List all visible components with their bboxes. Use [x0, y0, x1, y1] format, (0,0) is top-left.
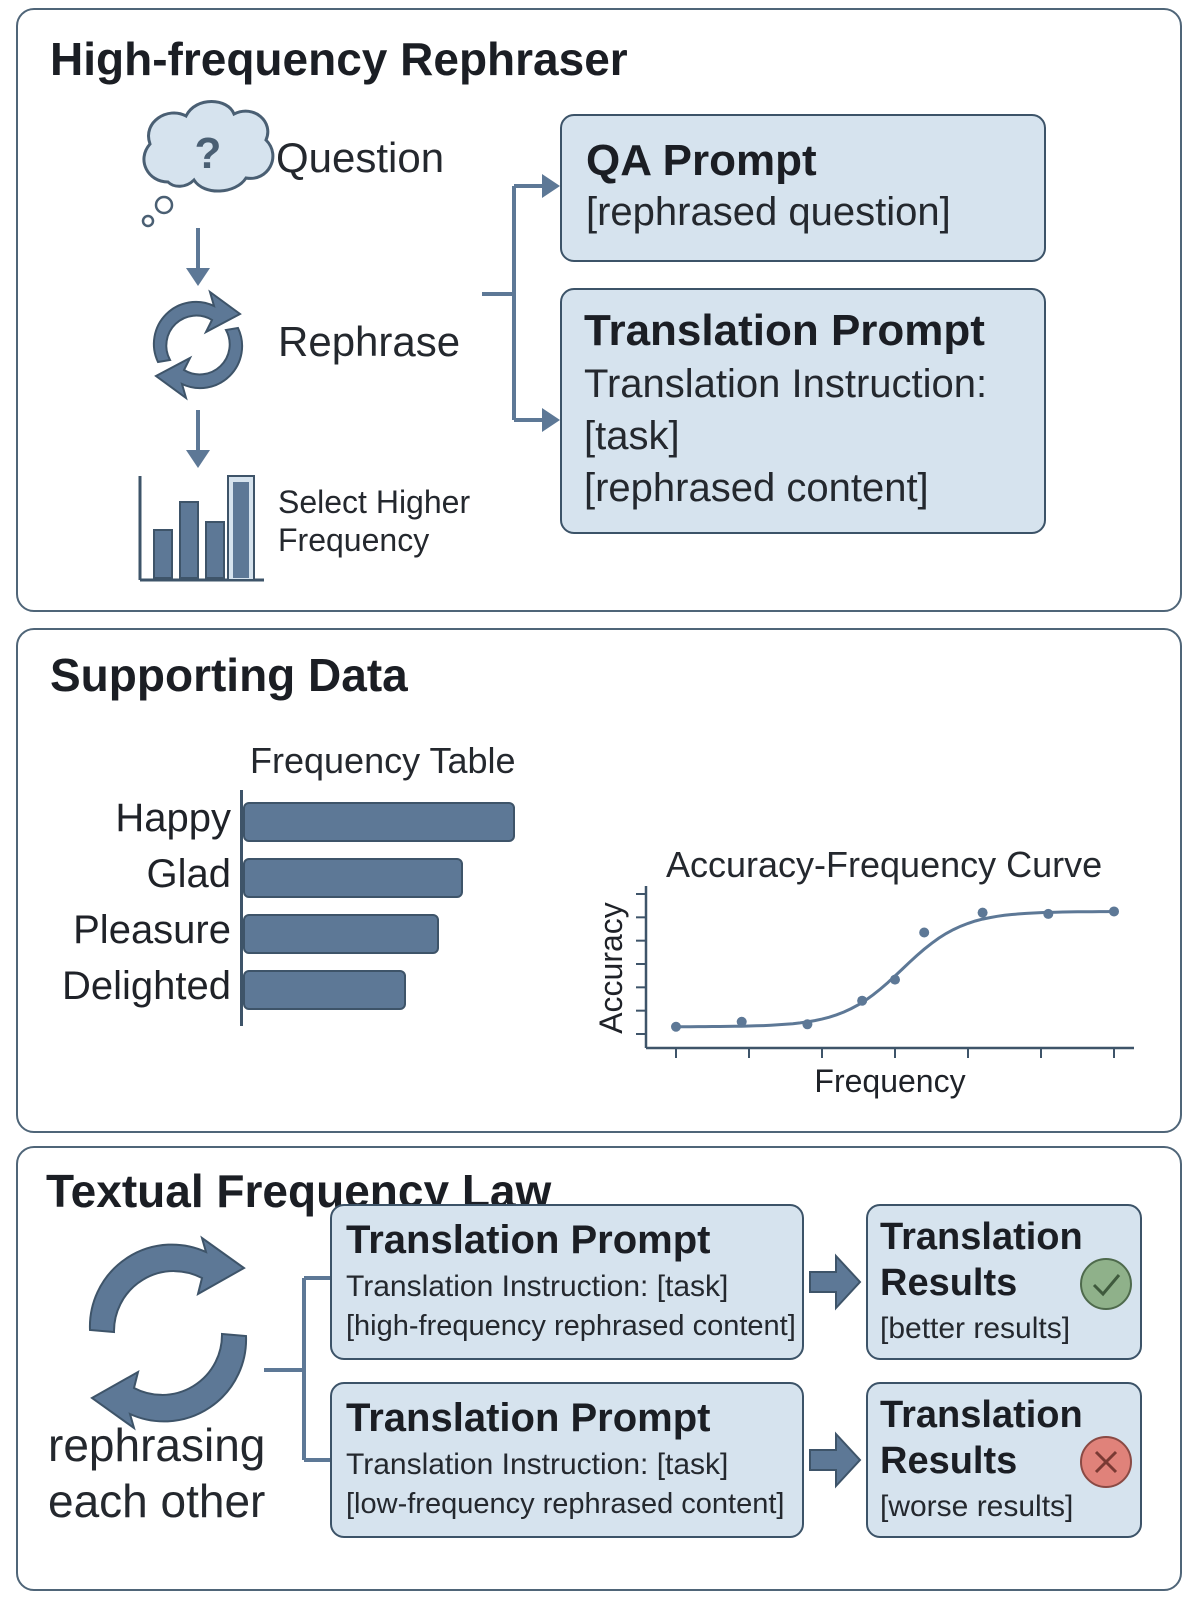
high-prompt-line1: Translation Instruction: [task] [346, 1270, 729, 1303]
translation-prompt-box: Translation Prompt Translation Instructi… [560, 288, 1046, 534]
branch-connector [482, 184, 546, 422]
curve-title: Accuracy-Frequency Curve [666, 844, 1103, 885]
better-results-title-line1: Translation [880, 1216, 1083, 1258]
high-prompt-line2: [high-frequency rephrased content] [346, 1310, 796, 1342]
check-icon [1080, 1258, 1132, 1310]
branch-connector [264, 1276, 330, 1462]
accuracy-frequency-curve: Frequency Accuracy [593, 886, 1134, 1099]
frequency-bar [243, 970, 407, 1010]
question-label: Question [276, 134, 445, 181]
rephrasing-line2: each other [48, 1475, 266, 1527]
arrow-head-icon [542, 174, 560, 198]
translation-prompt-title: Translation Prompt [584, 306, 985, 355]
svg-text:?: ? [195, 129, 222, 178]
rephraser-panel: High-frequency Rephraser ? [16, 8, 1182, 612]
right-arrow-icon [809, 1431, 862, 1489]
fit-curve [676, 910, 1115, 1029]
right-arrow-icon [809, 1253, 862, 1311]
translation-prompt-line1: Translation Instruction: [584, 362, 988, 406]
curve-ylabel: Accuracy [593, 902, 629, 1034]
high-frequency-prompt-box: Translation Prompt Translation Instructi… [330, 1204, 804, 1360]
worse-results-line: [worse results] [880, 1490, 1074, 1523]
qa-prompt-title: QA Prompt [586, 136, 817, 185]
data-point [802, 1019, 813, 1030]
select-label-line1: Select Higher [278, 484, 471, 520]
qa-prompt-box: QA Prompt [rephrased question] [560, 114, 1046, 262]
frequency-bar [243, 802, 515, 842]
low-frequency-prompt-box: Translation Prompt Translation Instructi… [330, 1382, 804, 1538]
worse-results-title-line1: Translation [880, 1394, 1083, 1436]
high-prompt-title: Translation Prompt [346, 1218, 711, 1262]
rephraser-graphics: ? [138, 100, 560, 582]
better-results-line: [better results] [880, 1312, 1071, 1345]
panel-title: Supporting Data [50, 649, 408, 701]
rephrase-label: Rephrase [278, 318, 461, 365]
better-results-title-line2: Results [880, 1262, 1018, 1304]
qa-prompt-line: [rephrased question] [586, 190, 951, 234]
data-point [1043, 908, 1054, 919]
translation-prompt-line3: [rephrased content] [584, 466, 929, 510]
textual-frequency-law-panel: Textual Frequency Law rephrasing each ot… [16, 1146, 1182, 1591]
low-prompt-title: Translation Prompt [346, 1396, 711, 1440]
low-prompt-line1: Translation Instruction: [task] [346, 1448, 729, 1481]
data-point [1109, 906, 1119, 917]
cycle-arrows-icon [152, 289, 244, 401]
law-graphics [88, 1235, 862, 1489]
bar-chart-icon [138, 475, 264, 582]
panel-title: High-frequency Rephraser [50, 33, 628, 85]
frequency-bar [243, 914, 439, 954]
data-point [671, 1021, 681, 1032]
bar-label: Glad [146, 852, 232, 896]
curve-xlabel: Frequency [814, 1063, 965, 1099]
down-arrow-icon [186, 228, 210, 286]
data-point [736, 1016, 747, 1027]
cycle-arrows-icon [88, 1235, 248, 1431]
data-point [890, 974, 900, 985]
select-label-line2: Frequency [278, 522, 430, 558]
bar-label: Pleasure [73, 908, 231, 952]
worse-results-title-line2: Results [880, 1440, 1018, 1482]
arrow-head-icon [542, 408, 560, 432]
data-point [857, 995, 868, 1006]
better-results-box: Translation Results [better results] [866, 1204, 1142, 1360]
data-point [977, 907, 988, 918]
cross-icon [1080, 1436, 1132, 1488]
low-prompt-line2: [low-frequency rephrased content] [346, 1488, 785, 1520]
bar-label: Delighted [61, 964, 231, 1008]
frequency-table-title: Frequency Table [250, 740, 516, 781]
data-point [919, 927, 930, 938]
translation-prompt-line2: [task] [584, 414, 680, 458]
down-arrow-icon [186, 410, 210, 468]
frequency-bar [243, 858, 464, 898]
rephrasing-line1: rephrasing [48, 1419, 266, 1471]
question-thought-bubble-icon: ? [141, 100, 275, 228]
bar-axis [240, 790, 243, 1026]
bar-label: Happy [115, 796, 231, 840]
worse-results-box: Translation Results [worse results] [866, 1382, 1142, 1538]
